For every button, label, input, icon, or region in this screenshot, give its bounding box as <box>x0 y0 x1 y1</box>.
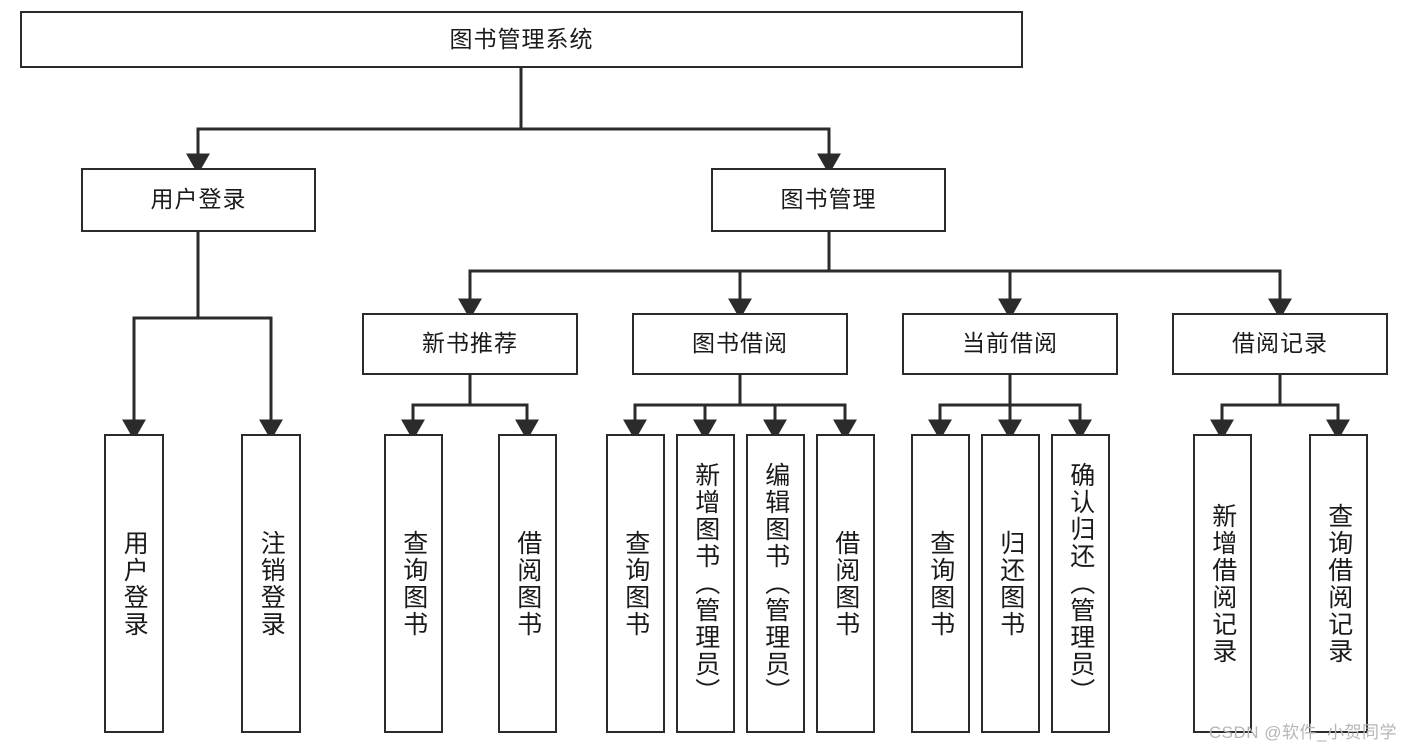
node-user-login[interactable]: 用户登录 <box>81 168 316 232</box>
node-leaf-add-book[interactable]: 新增图书（管理员） <box>676 434 735 733</box>
node-leaf-borrow-book-2-label: 借阅图书 <box>831 529 860 638</box>
node-leaf-query-book-2-label: 查询图书 <box>621 529 650 638</box>
node-leaf-query-book-1-label: 查询图书 <box>399 529 428 638</box>
node-leaf-confirm-return-label: 确认归还（管理员） <box>1066 462 1095 705</box>
node-leaf-edit-book[interactable]: 编辑图书（管理员） <box>746 434 805 733</box>
node-leaf-borrow-book-2[interactable]: 借阅图书 <box>816 434 875 733</box>
node-book-borrow-label: 图书借阅 <box>692 330 788 357</box>
node-leaf-logout-login[interactable]: 注销登录 <box>241 434 301 733</box>
node-borrow-record[interactable]: 借阅记录 <box>1172 313 1388 375</box>
node-leaf-query-borrow-record[interactable]: 查询借阅记录 <box>1309 434 1368 733</box>
node-leaf-return-book[interactable]: 归还图书 <box>981 434 1040 733</box>
node-new-book-recommend[interactable]: 新书推荐 <box>362 313 578 375</box>
node-book-management[interactable]: 图书管理 <box>711 168 946 232</box>
node-leaf-query-book-3-label: 查询图书 <box>926 529 955 638</box>
node-borrow-record-label: 借阅记录 <box>1232 330 1328 357</box>
node-leaf-query-book-2[interactable]: 查询图书 <box>606 434 665 733</box>
node-leaf-query-book-3[interactable]: 查询图书 <box>911 434 970 733</box>
node-leaf-query-borrow-record-label: 查询借阅记录 <box>1324 502 1353 665</box>
node-leaf-confirm-return[interactable]: 确认归还（管理员） <box>1051 434 1110 733</box>
node-leaf-user-login[interactable]: 用户登录 <box>104 434 164 733</box>
node-leaf-add-borrow-record[interactable]: 新增借阅记录 <box>1193 434 1252 733</box>
node-leaf-return-book-label: 归还图书 <box>996 529 1025 638</box>
node-book-borrow[interactable]: 图书借阅 <box>632 313 848 375</box>
node-leaf-add-borrow-record-label: 新增借阅记录 <box>1208 502 1237 665</box>
node-leaf-logout-login-label: 注销登录 <box>257 529 286 638</box>
node-root-label: 图书管理系统 <box>449 25 594 52</box>
node-leaf-borrow-book-1-label: 借阅图书 <box>513 529 542 638</box>
node-leaf-edit-book-label: 编辑图书（管理员） <box>761 462 790 705</box>
node-leaf-query-book-1[interactable]: 查询图书 <box>384 434 443 733</box>
node-book-management-label: 图书管理 <box>780 186 877 213</box>
node-root[interactable]: 图书管理系统 <box>20 11 1023 68</box>
node-current-borrow-label: 当前借阅 <box>962 330 1058 357</box>
node-user-login-label: 用户登录 <box>150 186 247 213</box>
node-leaf-add-book-label: 新增图书（管理员） <box>691 462 720 705</box>
node-leaf-user-login-label: 用户登录 <box>120 529 149 638</box>
node-leaf-borrow-book-1[interactable]: 借阅图书 <box>498 434 557 733</box>
node-current-borrow[interactable]: 当前借阅 <box>902 313 1118 375</box>
node-new-book-recommend-label: 新书推荐 <box>422 330 518 357</box>
